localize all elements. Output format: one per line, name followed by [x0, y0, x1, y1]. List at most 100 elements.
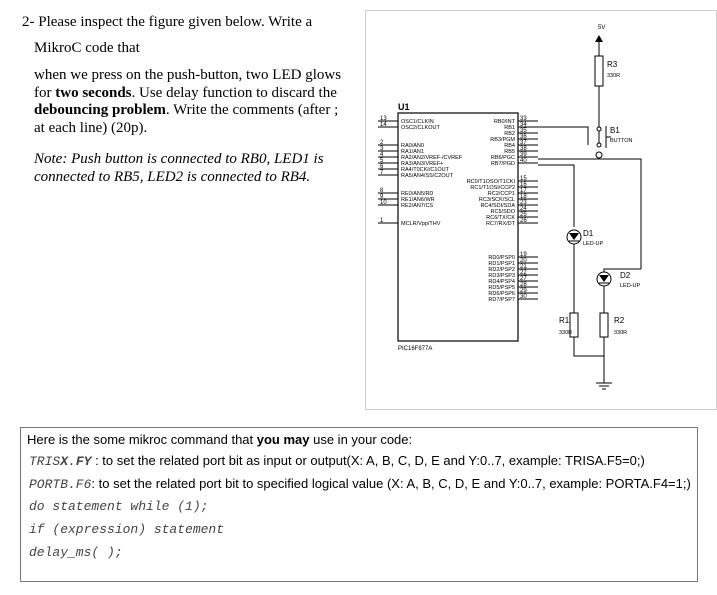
r3-resistor — [594, 55, 604, 87]
wire-rb5 — [538, 164, 575, 227]
tris-x: X — [60, 454, 69, 469]
b1-contact-bottom — [596, 142, 602, 148]
r1-label: R1 — [559, 316, 570, 325]
left-pin-number: 9 — [380, 194, 384, 200]
tris-code: TRIS — [29, 454, 61, 469]
left-pin-label: RA4/T0CKI/C1OUT — [401, 167, 450, 173]
b1-contact-top — [596, 126, 602, 132]
left-pin-number: 8 — [380, 188, 384, 194]
tris-text: : to set the related port bit as input o… — [91, 453, 645, 468]
left-pin-number: 2 — [380, 140, 384, 146]
d2-label: D2 — [620, 271, 631, 280]
question-title: 2- Please inspect the figure given below… — [22, 14, 313, 30]
left-pin-label: RA2/AN2/VREF-/CVREF — [401, 155, 463, 161]
right-pin-label: RB4 — [504, 143, 515, 149]
r3-label: R3 — [607, 60, 618, 69]
d1-label: D1 — [583, 229, 594, 238]
right-pin-label: RD4/PSP4 — [488, 279, 515, 285]
body-c: . Use delay function to discard the — [131, 84, 337, 101]
r2-value: 330R — [614, 330, 627, 336]
right-pin-label: RB7/PGD — [491, 161, 515, 167]
right-pin-number: 17 — [520, 188, 527, 194]
right-pin-number: 26 — [520, 218, 527, 224]
chip-label: PIC16F877A — [398, 346, 432, 352]
right-pin-number: 40 — [520, 158, 527, 164]
right-pin-number: 33 — [520, 116, 527, 122]
port-text: : to set the related port bit to specifi… — [91, 476, 691, 491]
body-e: . Write the comments (after ; at each li… — [34, 102, 339, 136]
wire-rb4 — [538, 158, 642, 269]
tris-fy: FY — [75, 454, 92, 469]
left-pin-number: 14 — [380, 122, 387, 128]
right-pin-label: RC4/SDI/SDA — [480, 203, 515, 209]
body-b: two seconds — [55, 84, 132, 101]
left-pin-number: 3 — [380, 146, 384, 152]
left-pin-label: MCLR/Vpp/THV — [401, 221, 441, 227]
wire-d2-top — [603, 268, 641, 272]
r3-value: 330R — [607, 73, 620, 79]
wire-ground — [573, 337, 605, 357]
right-pin-label: RC3/SCK/SCL — [479, 197, 515, 203]
left-pin-number: 4 — [380, 152, 384, 158]
question-note: Note: Push button is connected to RB0, L… — [34, 151, 324, 185]
r1-value: 330R — [559, 330, 572, 336]
right-pin-label: RB1 — [504, 125, 515, 131]
right-pin-number: 36 — [520, 134, 527, 140]
right-pin-label: RD6/PSP6 — [488, 291, 515, 297]
right-pin-label: RD2/PSP2 — [488, 267, 515, 273]
right-pin-number: 15 — [520, 176, 527, 182]
right-pin-label: RD0/PSP0 — [488, 255, 515, 261]
right-pin-label: RB6/PGC — [491, 155, 515, 161]
body-d: debouncing problem — [34, 102, 166, 119]
d1-text: LED-UP — [583, 241, 604, 247]
right-pin-number: 30 — [520, 294, 527, 300]
supply-arrow-icon — [595, 35, 603, 42]
right-pin-number: 35 — [520, 128, 527, 134]
r2-label: R2 — [614, 316, 625, 325]
b1-label: B1 — [610, 126, 620, 135]
chip-body — [397, 112, 519, 342]
body-a: when we press on the push-button, two LE… — [34, 67, 342, 101]
right-pin-label: RD5/PSP5 — [488, 285, 515, 291]
right-pin-label: RD1/PSP1 — [488, 261, 515, 267]
right-pin-label: RC0/T1OSO/T1CKI — [467, 179, 516, 185]
right-pin-label: RB5 — [504, 149, 515, 155]
right-pin-number: 18 — [520, 194, 527, 200]
right-pin-number: 20 — [520, 258, 527, 264]
right-pin-label: RB3/PGM — [490, 137, 515, 143]
tris-dot: . — [68, 454, 76, 469]
commands-box: Here is the some mikroc command that you… — [20, 427, 698, 582]
right-pin-number: 28 — [520, 282, 527, 288]
left-pin-label: RA5/AN4/SS/C2OUT — [401, 173, 454, 179]
left-pin-label: RE2/AN7/CS — [401, 203, 433, 209]
header-b: you may — [256, 432, 310, 447]
b1-text: BUTTON — [610, 138, 633, 144]
right-pin-label: RB0/INT — [494, 119, 516, 125]
command-port: PORTB.F6: to set the related port bit to… — [29, 476, 691, 492]
supply-label: 5V — [598, 25, 605, 31]
right-pin-number: 19 — [520, 252, 527, 258]
r2-resistor — [599, 312, 609, 338]
right-pin-number: 38 — [520, 146, 527, 152]
left-pin-number: 6 — [380, 164, 384, 170]
left-pin-label: RA0/AN0 — [401, 143, 424, 149]
right-pin-number: 27 — [520, 276, 527, 282]
command-tris: TRISX.FY : to set the related port bit a… — [29, 453, 645, 469]
right-pin-label: RC1/T1OSI/CCP2 — [470, 185, 515, 191]
d2-text: LED-UP — [620, 283, 641, 289]
question-body: when we press on the push-button, two LE… — [34, 67, 352, 137]
u1-label: U1 — [398, 102, 410, 112]
left-pin-label: RA1/AN1 — [401, 149, 424, 155]
left-pin-number: 5 — [380, 158, 384, 164]
right-pin-number: 21 — [520, 264, 527, 270]
port-code: PORTB.F6 — [29, 477, 92, 492]
left-pin-label: OSC2/CLKOUT — [401, 125, 440, 131]
right-pin-number: 24 — [520, 206, 527, 212]
right-pin-label: RB2 — [504, 131, 515, 137]
left-pin-number: 13 — [380, 116, 387, 122]
command-delay: delay_ms( ); — [29, 545, 123, 560]
